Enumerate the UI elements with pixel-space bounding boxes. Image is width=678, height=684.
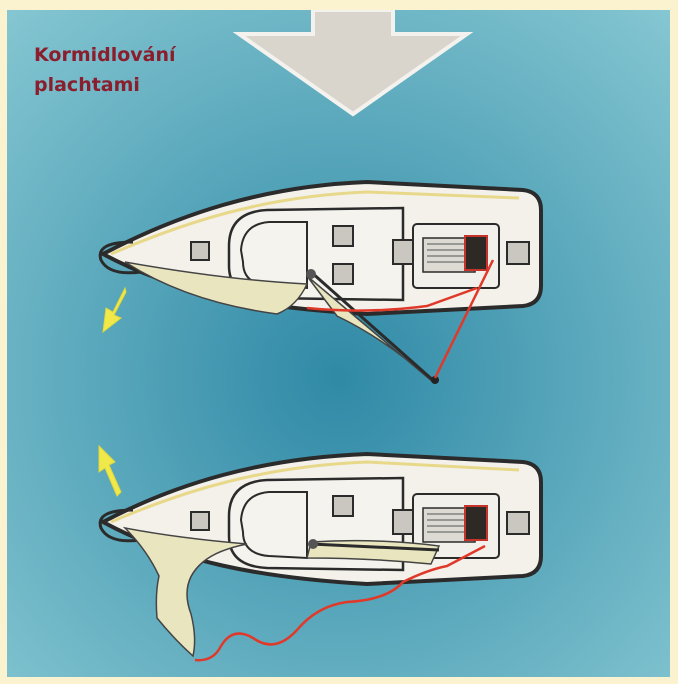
title-line-2: plachtami [34,70,176,100]
diagram-title: Kormidlování plachtami [34,40,176,100]
title-line-1: Kormidlování [34,40,176,70]
sailing-diagram [7,10,670,677]
